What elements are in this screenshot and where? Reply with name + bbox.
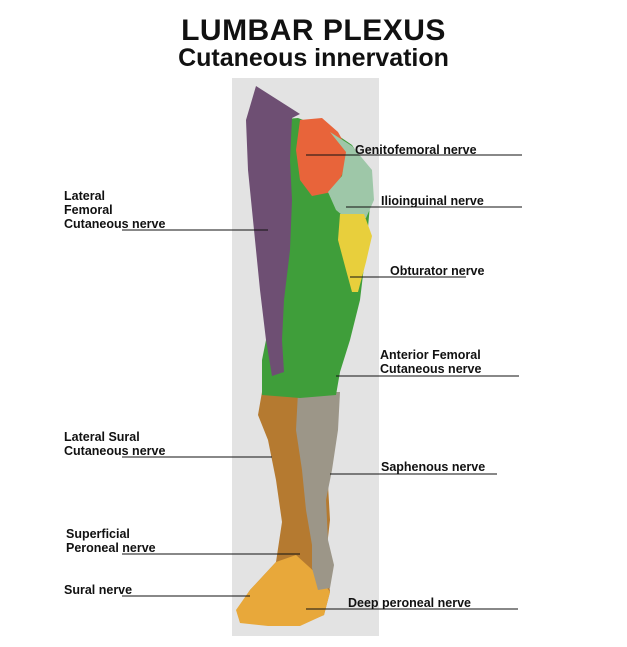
label-sural-nerve: Sural nerve [64,583,132,597]
label-lateral-sural-cutaneous-nerve: Lateral Sural Cutaneous nerve [64,430,165,458]
label-saphenous-nerve: Saphenous nerve [381,460,485,474]
label-superficial-peroneal-nerve: Superficial Peroneal nerve [66,527,156,555]
label-lateral-femoral-cutaneous-nerve: Lateral Femoral Cutaneous nerve [64,189,165,231]
label-genitofemoral-nerve: Genitofemoral nerve [355,143,477,157]
label-deep-peroneal-nerve: Deep peroneal nerve [348,596,471,610]
label-obturator-nerve: Obturator nerve [390,264,484,278]
label-ilioinguinal-nerve: Ilioinguinal nerve [381,194,484,208]
label-anterior-femoral-cutaneous-nerve: Anterior Femoral Cutaneous nerve [380,348,481,376]
